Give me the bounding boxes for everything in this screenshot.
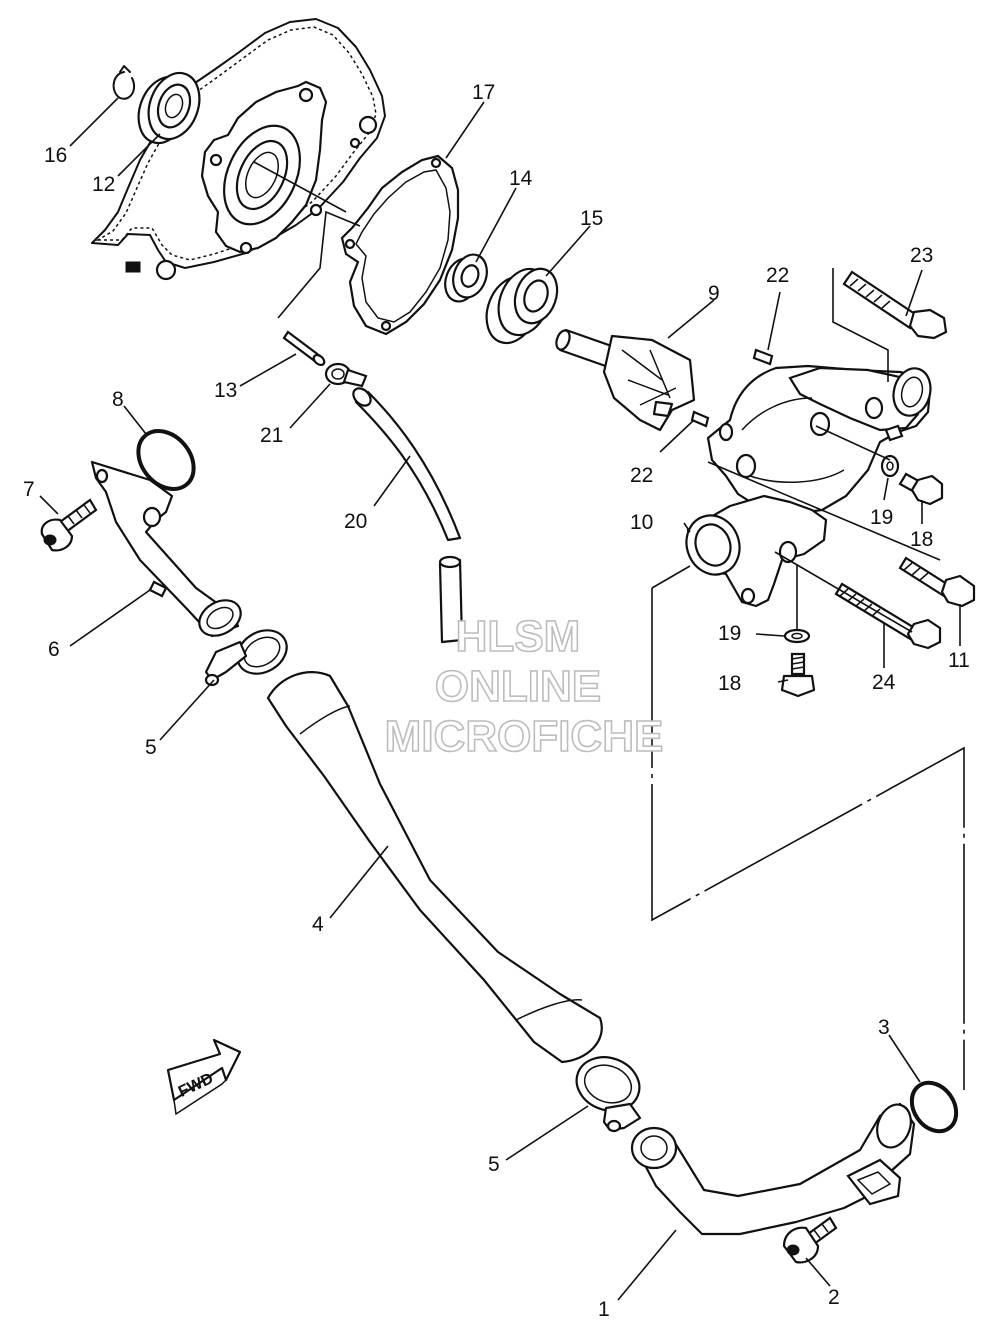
- bearing-12: [137, 71, 201, 145]
- label-11: 11: [948, 649, 970, 672]
- inlet-pipe-6: [90, 460, 242, 638]
- breather-hose-20: [352, 387, 464, 644]
- label-17: 17: [472, 81, 495, 104]
- bolt-18-upper: [898, 472, 944, 506]
- label-4: 4: [312, 913, 324, 936]
- oil-seal-14: [444, 253, 488, 303]
- label-19-lower: 19: [718, 622, 741, 645]
- dowel-pin-13: [282, 330, 326, 367]
- label-19-upper: 19: [870, 506, 893, 529]
- bolt-7: [40, 498, 98, 552]
- watermark-line-1: HLSM: [456, 612, 581, 661]
- hose-clamp-5-upper: [204, 629, 288, 687]
- bolt-18-lower: [780, 652, 816, 698]
- pump-elbow-10: [685, 494, 828, 608]
- assembly-lines: [253, 161, 965, 1090]
- label-12: 12: [92, 173, 115, 196]
- washer-19-upper: [880, 454, 900, 478]
- part-labels: 1 2 3 4 5 5 6 7 8 9 10 11 12 13 14 15 16…: [23, 81, 970, 1321]
- circlip-16: [112, 65, 136, 100]
- label-18-lower: 18: [718, 672, 741, 695]
- label-22-lower: 22: [630, 464, 653, 487]
- bolt-11: [898, 556, 976, 608]
- bolt-2: [782, 1216, 838, 1264]
- label-6: 6: [48, 638, 60, 661]
- o-ring-3: [909, 1080, 959, 1134]
- label-5-upper: 5: [145, 736, 157, 759]
- impeller-shaft-9: [555, 328, 696, 432]
- crankcase-cover: [91, 18, 386, 281]
- washer-19-lower: [783, 628, 811, 644]
- hose-clamp-5-lower: [575, 1056, 642, 1133]
- label-9: 9: [708, 282, 720, 305]
- mechanical-seal-15: [485, 267, 559, 345]
- radiator-hose-4: [266, 671, 603, 1064]
- label-23: 23: [910, 244, 933, 267]
- label-22-upper: 22: [766, 264, 789, 287]
- water-pump-housing: [706, 364, 932, 516]
- label-20: 20: [344, 510, 367, 533]
- label-1: 1: [598, 1298, 610, 1321]
- label-24: 24: [872, 671, 896, 694]
- label-13: 13: [214, 379, 237, 402]
- o-ring-8: [136, 429, 196, 491]
- watermark-line-2: ONLINE: [435, 662, 601, 711]
- label-8: 8: [112, 388, 124, 411]
- hose-clip-21: [324, 362, 368, 388]
- watermark-line-3: MICROFICHE: [385, 712, 664, 761]
- label-10: 10: [630, 511, 653, 534]
- fwd-direction-arrow: FWD: [166, 1038, 242, 1116]
- bolt-24: [834, 582, 942, 650]
- bolt-23: [842, 270, 948, 340]
- label-leaders: [39, 97, 961, 1301]
- outlet-pipe-1: [630, 1102, 916, 1236]
- dowel-pin-22-bottom: [690, 410, 710, 428]
- label-14: 14: [509, 167, 533, 190]
- label-3: 3: [878, 1016, 890, 1039]
- label-21: 21: [260, 424, 283, 447]
- label-2: 2: [828, 1286, 840, 1309]
- label-18-upper: 18: [910, 528, 933, 551]
- label-7: 7: [23, 478, 35, 501]
- label-16: 16: [44, 144, 67, 167]
- watermark: HLSM ONLINE MICROFICHE: [384, 611, 664, 762]
- gasket-17: [340, 154, 460, 336]
- dowel-pin-22-top: [752, 348, 774, 366]
- label-5-lower: 5: [488, 1153, 500, 1176]
- label-15: 15: [580, 207, 603, 230]
